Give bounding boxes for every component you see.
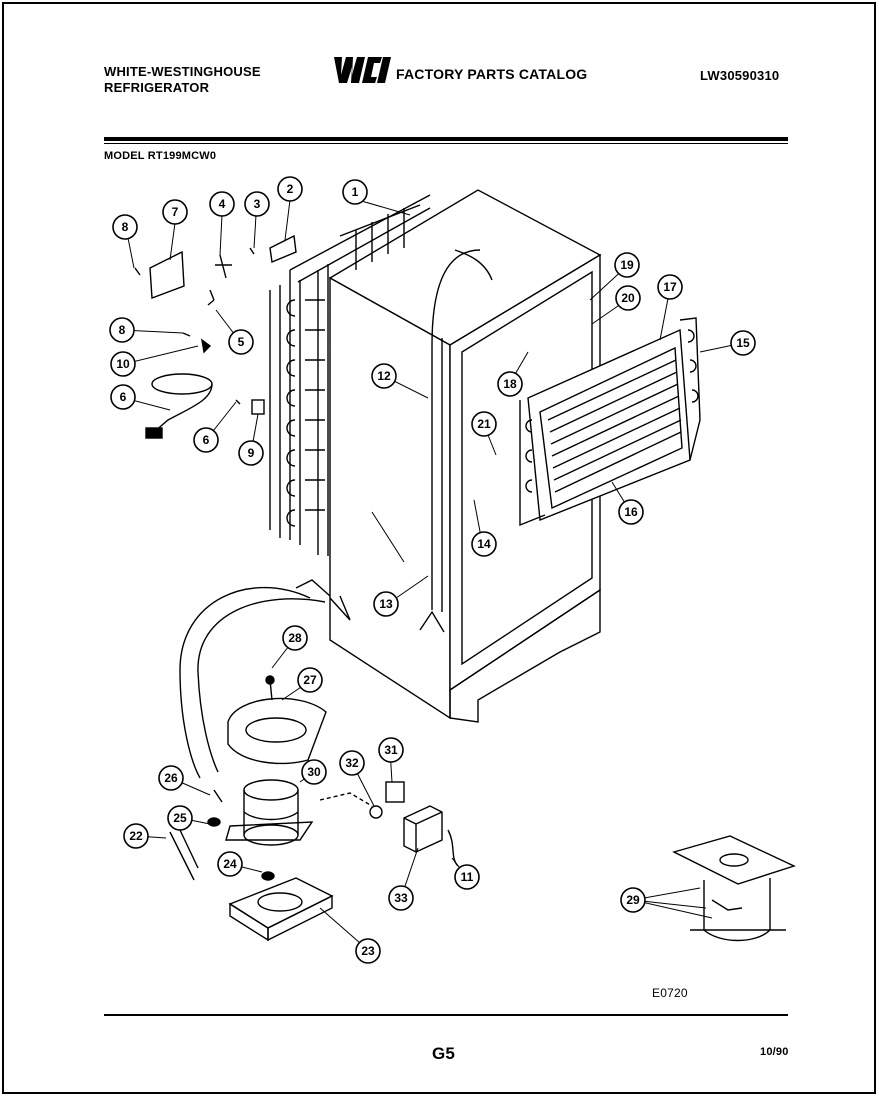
callout-label: 29 [626,893,640,907]
callout-label: 30 [307,765,321,779]
model-label: MODEL RT199MCW0 [104,150,217,162]
callout-11: 11 [454,864,480,890]
callout-19: 19 [614,252,640,278]
callout-label: 22 [129,829,143,843]
condenser-drawing [269,194,431,556]
callout-20: 20 [615,285,641,311]
callout-label: 6 [203,433,210,447]
callout-label: 24 [223,857,237,871]
callout-29: 29 [620,887,646,913]
callout-17: 17 [657,274,683,300]
callout-label: 28 [288,631,302,645]
page-number: G5 [432,1044,456,1063]
callout-3: 3 [244,191,270,217]
callout-4: 4 [209,191,235,217]
catalog-date: 10/90 [760,1046,789,1058]
brand-block: WHITE-WESTINGHOUSE REFRIGERATOR [104,64,261,96]
callout-label: 23 [361,944,375,958]
header-rule-thin [104,143,788,144]
callout-6b: 6 [193,427,219,453]
callout-label: 12 [377,369,391,383]
callout-8a: 8 [112,214,138,240]
inset-compressor-drawing [672,835,796,942]
callout-6a: 6 [110,384,136,410]
callout-label: 8 [119,323,126,337]
header-rule [104,137,788,141]
callout-26: 26 [158,765,184,791]
callout-2: 2 [277,176,303,202]
callout-31: 31 [378,737,404,763]
callout-10: 10 [110,351,136,377]
callout-label: 1 [352,185,359,199]
callout-label: 31 [384,743,398,757]
callout-label: 11 [461,870,474,884]
figure-reference: E0720 [652,986,688,1000]
callout-25: 25 [167,805,193,831]
callout-label: 5 [238,335,245,349]
callout-label: 8 [122,220,129,234]
product-type: REFRIGERATOR [104,80,210,95]
callout-12: 12 [371,363,397,389]
callout-label: 18 [503,377,517,391]
callout-18: 18 [497,371,523,397]
callout-28: 28 [282,625,308,651]
callout-label: 10 [116,357,130,371]
callout-label: 21 [477,417,491,431]
callout-7: 7 [162,199,188,225]
callout-label: 2 [287,182,294,196]
callout-27: 27 [297,667,323,693]
callout-13: 13 [373,591,399,617]
callout-label: 7 [172,205,179,219]
callout-label: 4 [219,197,226,211]
callout-21: 21 [471,411,497,437]
evaporator-drawing [519,317,701,527]
callout-22: 22 [123,823,149,849]
callout-14: 14 [471,531,497,557]
callout-15: 15 [730,330,756,356]
callout-label: 20 [621,291,635,305]
callout-label: 25 [173,811,187,825]
callout-label: 6 [120,390,127,404]
wci-logo [334,57,391,83]
callout-label: 27 [303,673,317,687]
callout-label: 13 [379,597,393,611]
callout-1: 1 [342,179,368,205]
callout-30: 30 [301,759,327,785]
drain-tube-drawing [179,579,351,779]
footer-rule [104,1014,788,1016]
callout-label: 9 [248,446,255,460]
callout-9: 9 [238,440,264,466]
catalog-title: FACTORY PARTS CATALOG [396,66,588,82]
callout-label: 33 [394,891,408,905]
callout-label: 15 [736,336,750,350]
callout-16: 16 [618,499,644,525]
callout-label: 14 [477,537,491,551]
callout-24: 24 [217,851,243,877]
callout-label: 3 [254,197,261,211]
callout-32: 32 [339,750,365,776]
callout-23: 23 [355,938,381,964]
callout-33: 33 [388,885,414,911]
callout-5: 5 [228,329,254,355]
cabinet-drawing [328,189,602,723]
compressor-drawing [169,675,334,942]
callout-label: 17 [663,280,677,294]
small-parts-drawing [134,234,297,439]
callout-bubbles: 1 2 3 4 5 6 6 7 8 8 9 10 11 12 13 14 15 … [109,176,756,964]
document-number: LW30590310 [700,68,780,83]
callout-label: 16 [624,505,638,519]
callout-label: 32 [345,756,359,770]
callout-label: 26 [164,771,178,785]
brand-name: WHITE-WESTINGHOUSE [104,64,261,79]
callout-8b: 8 [109,317,135,343]
electrical-parts-drawing [319,781,459,867]
callout-label: 19 [620,258,634,272]
